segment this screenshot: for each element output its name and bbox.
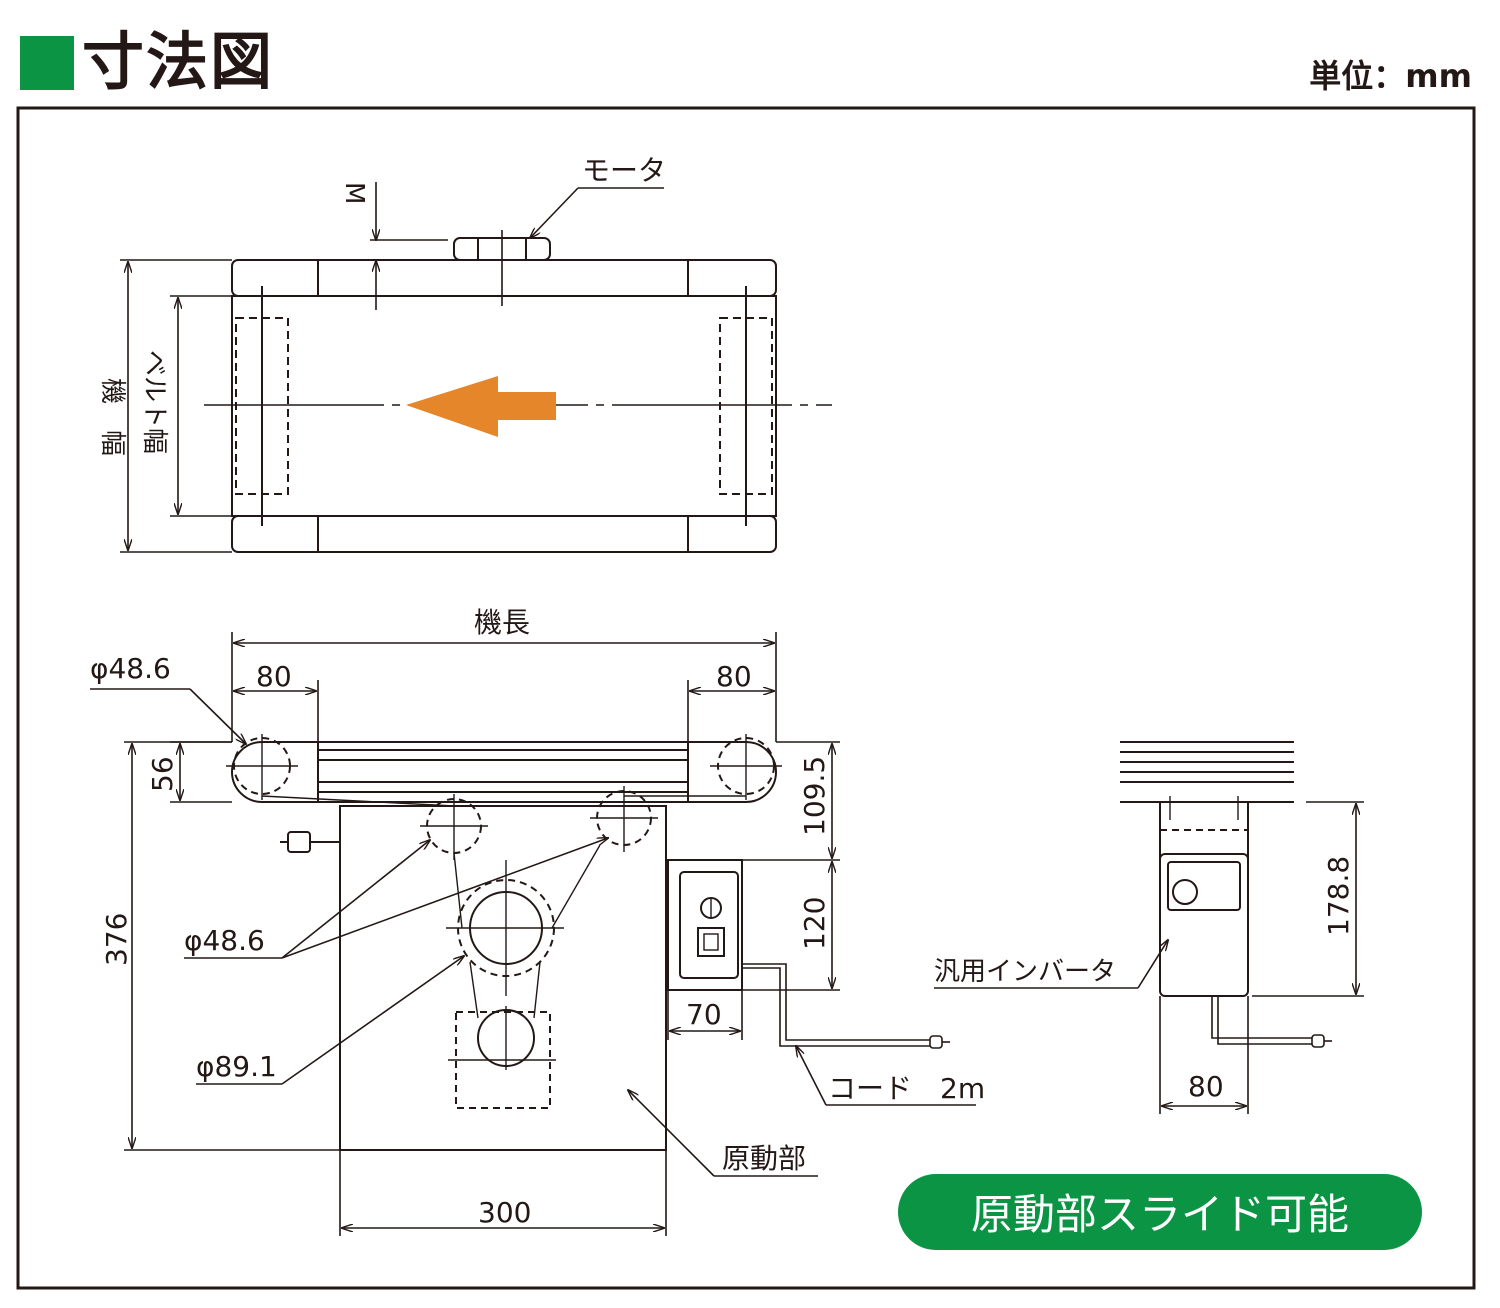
slide-badge-text: 原動部スライド可能 bbox=[971, 1190, 1349, 1239]
end-view bbox=[934, 741, 1364, 1114]
unit-label: 単位：mm bbox=[1309, 57, 1472, 95]
inverter-label: 汎用インバータ bbox=[934, 957, 1116, 987]
dim-70: 70 bbox=[686, 998, 722, 1031]
dim-178-8: 178.8 bbox=[1322, 856, 1355, 936]
dim-56: 56 bbox=[146, 756, 179, 792]
header-square-icon bbox=[20, 36, 74, 90]
motor-label: モータ bbox=[582, 154, 666, 187]
belt-direction-arrow-icon bbox=[406, 376, 556, 437]
dim-80-left: 80 bbox=[256, 660, 292, 693]
slide-badge bbox=[898, 1174, 1422, 1250]
dim-109-5: 109.5 bbox=[798, 756, 831, 836]
pulley-diameter-top-label: φ48.6 bbox=[90, 652, 171, 685]
dim-80-end: 80 bbox=[1188, 1070, 1224, 1103]
dim-80-right: 80 bbox=[716, 660, 752, 693]
page-title: 寸法図 bbox=[82, 25, 275, 98]
drawing-frame bbox=[16, 106, 1476, 1290]
dim-300: 300 bbox=[478, 1196, 531, 1229]
pulley-diameter-large-label: φ89.1 bbox=[196, 1050, 277, 1083]
m-label: M bbox=[339, 182, 369, 204]
pulley-diameter-mid-label: φ48.6 bbox=[184, 924, 265, 957]
side-view bbox=[90, 632, 976, 1236]
machine-length-label: 機長 bbox=[474, 606, 530, 639]
dim-120: 120 bbox=[798, 897, 831, 950]
top-view bbox=[120, 182, 832, 553]
machine-width-label: 機 幅 bbox=[97, 378, 127, 456]
drive-unit-label: 原動部 bbox=[722, 1142, 806, 1175]
dim-376: 376 bbox=[100, 913, 133, 966]
cord-label: コード 2m bbox=[828, 1072, 985, 1105]
belt-width-label: ベルト幅 bbox=[139, 350, 169, 454]
